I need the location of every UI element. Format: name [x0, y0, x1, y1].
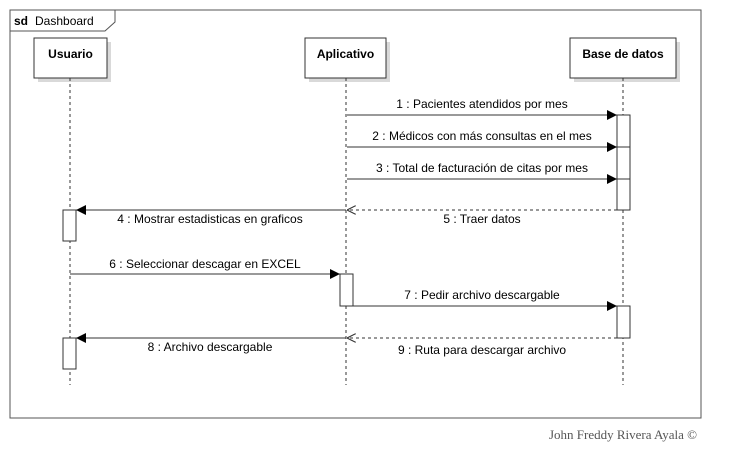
lifeline-aplicativo-label: Aplicativo [317, 47, 374, 61]
frame-title: Dashboard [35, 14, 94, 28]
lifeline-aplicativo: Aplicativo [304, 37, 390, 385]
activation-usuario-2 [62, 337, 77, 370]
message-7-label: 7 : Pedir archivo descargable [404, 288, 560, 302]
message-5-label: 5 : Traer datos [443, 212, 520, 226]
author-credit: John Freddy Rivera Ayala © [549, 427, 697, 442]
lifeline-base-de-datos: Base de datos [569, 37, 680, 385]
message-6-label: 6 : Seleccionar descagar en EXCEL [109, 257, 301, 271]
message-1: 1 : Pacientes atendidos por mes [347, 97, 617, 120]
message-1-label: 1 : Pacientes atendidos por mes [396, 97, 567, 111]
lifeline-usuario: Usuario [33, 37, 111, 385]
message-9: 9 : Ruta para descargar archivo [347, 338, 617, 357]
message-7: 7 : Pedir archivo descargable [353, 288, 617, 311]
activation-usuario-1 [62, 209, 77, 242]
frame-tab [9, 9, 116, 32]
message-2-label: 2 : Médicos con más consultas en el mes [372, 129, 591, 143]
message-5: 5 : Traer datos [347, 210, 617, 226]
message-2: 2 : Médicos con más consultas en el mes [347, 129, 617, 152]
message-8-label: 8 : Archivo descargable [148, 340, 273, 354]
message-9-label: 9 : Ruta para descargar archivo [398, 343, 566, 357]
message-4: 4 : Mostrar estadisticas en graficos [76, 205, 346, 226]
activation-app-1 [339, 273, 354, 307]
frame-border [9, 9, 702, 419]
message-3: 3 : Total de facturación de citas por me… [347, 161, 617, 184]
message-4-label: 4 : Mostrar estadisticas en graficos [117, 212, 302, 226]
activation-db-2 [616, 305, 631, 339]
frame-keyword: sd [14, 14, 28, 28]
lifeline-base-de-datos-label: Base de datos [582, 47, 664, 61]
message-3-label: 3 : Total de facturación de citas por me… [376, 161, 588, 175]
activation-db-1 [616, 114, 631, 211]
message-8: 8 : Archivo descargable [76, 333, 346, 354]
message-6: 6 : Seleccionar descagar en EXCEL [70, 257, 340, 279]
lifeline-usuario-label: Usuario [48, 47, 93, 61]
